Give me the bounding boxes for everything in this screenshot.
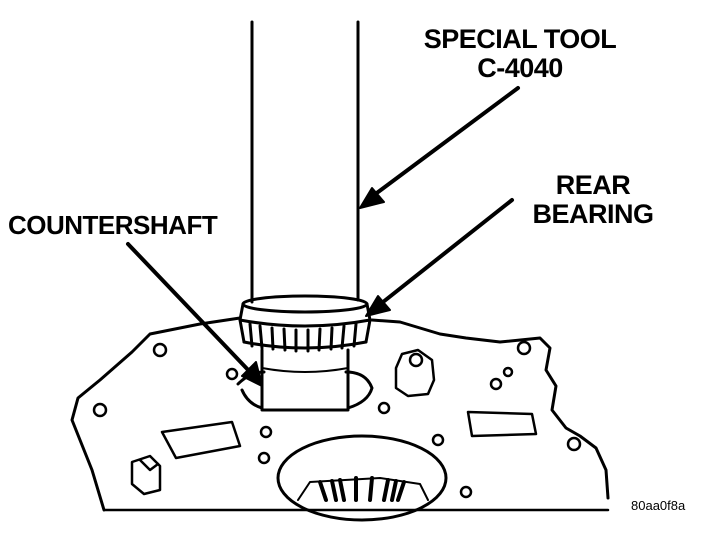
special-tool-label: SPECIAL TOOL C-4040	[418, 26, 622, 82]
left-raised-pad	[160, 420, 242, 460]
figure-reference: 80aa0f8a	[631, 498, 686, 513]
right-boss	[394, 348, 436, 398]
left-boss	[130, 454, 162, 496]
rear-bearing-label: REAR BEARING	[528, 172, 658, 228]
special-tool-label-line2: C-4040	[477, 53, 563, 83]
arrow-special-tool-head	[359, 187, 385, 209]
rear-bearing	[238, 294, 372, 353]
rear-bearing-label-line2: BEARING	[532, 199, 654, 229]
case-bolt-holes	[92, 340, 582, 499]
arrow-rear-bearing-head	[365, 295, 391, 317]
arrow-countershaft-head	[241, 361, 263, 387]
arrow-special-tool	[368, 86, 520, 200]
countershaft-label: COUNTERSHAFT	[8, 210, 218, 240]
countershaft-stub	[260, 348, 350, 412]
arrow-rear-bearing	[376, 198, 514, 308]
rear-bearing-label-line1: REAR	[555, 170, 631, 200]
arrow-countershaft	[126, 242, 254, 376]
right-raised-pad	[466, 410, 538, 438]
special-tool-c4040	[250, 20, 360, 304]
transmission-case-outline	[70, 316, 610, 512]
center-bore	[276, 434, 448, 522]
special-tool-label-line1: SPECIAL TOOL	[423, 24, 617, 54]
